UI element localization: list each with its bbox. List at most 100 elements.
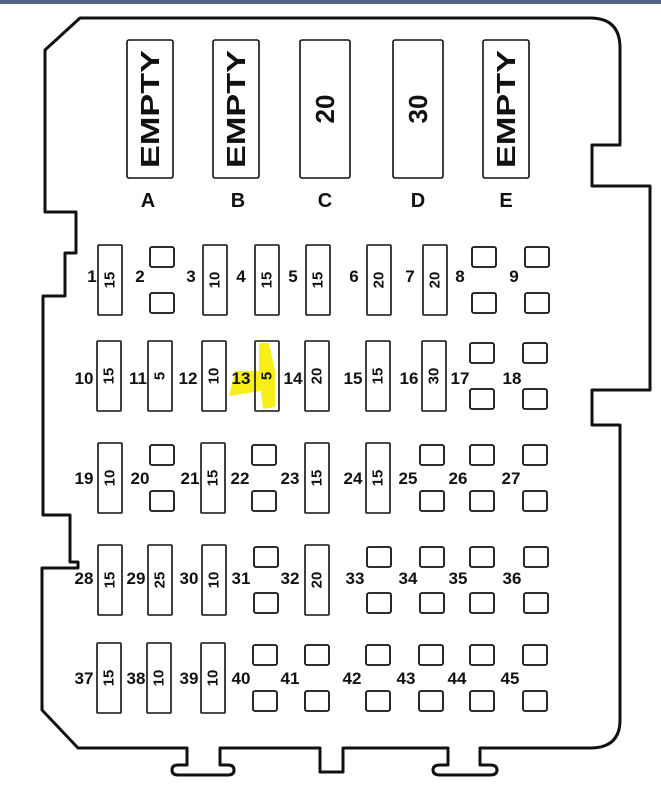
fuse-slot-43[interactable]: 43 bbox=[397, 644, 444, 712]
fuse-slot-41[interactable]: 41 bbox=[281, 644, 330, 712]
fuse-slot-17[interactable]: 17 bbox=[451, 342, 495, 410]
fuse-slot-31[interactable]: 31 bbox=[232, 546, 279, 614]
fuse-slot-26[interactable]: 26 bbox=[449, 444, 495, 512]
fuse-number: 22 bbox=[231, 469, 250, 488]
fuse-number: 19 bbox=[75, 469, 94, 488]
fuse-slot-18[interactable]: 18 bbox=[503, 342, 548, 410]
fuse-slot-45[interactable]: 45 bbox=[501, 644, 548, 712]
fuse-number: 5 bbox=[288, 267, 297, 286]
large-fuse-c[interactable]: 20C bbox=[299, 39, 351, 212]
fuse-slot-7[interactable]: 207 bbox=[405, 244, 448, 316]
fuse-number: 11 bbox=[129, 369, 147, 388]
fuse-slot-8[interactable]: 8 bbox=[455, 246, 497, 314]
fuse-number: 14 bbox=[284, 369, 303, 388]
fuse-rating: 15 bbox=[309, 470, 326, 487]
fuse-number: 2 bbox=[135, 267, 144, 286]
fuse-number: 44 bbox=[448, 669, 467, 688]
highlight-marker bbox=[229, 343, 275, 409]
fuse-slot-25[interactable]: 25 bbox=[399, 444, 445, 512]
fuse-number: 38 bbox=[127, 669, 146, 688]
fuse-number: 20 bbox=[131, 469, 150, 488]
large-fuse-d[interactable]: 30D bbox=[392, 39, 444, 212]
fuse-number: 40 bbox=[232, 669, 251, 688]
fuse-slot-42[interactable]: 42 bbox=[343, 644, 391, 712]
fuse-slot-35[interactable]: 35 bbox=[449, 546, 495, 614]
fuse-number: 27 bbox=[502, 469, 521, 488]
fuse-slot-39[interactable]: 10 39 bbox=[180, 642, 226, 714]
fuse-number: 34 bbox=[399, 569, 418, 588]
fuse-rating: 10 bbox=[102, 470, 119, 487]
fuse-number: 1 bbox=[87, 267, 96, 286]
large-fuse-rating: 20 bbox=[310, 95, 340, 124]
fuse-slot-20[interactable]: 20 bbox=[131, 444, 175, 512]
fuse-number: 18 bbox=[503, 369, 522, 388]
fuse-number: 33 bbox=[346, 569, 365, 588]
fuse-slot-3[interactable]: 103 bbox=[186, 244, 228, 316]
fuse-rating: 10 bbox=[207, 272, 224, 289]
fuse-slot-13[interactable]: 513 bbox=[229, 340, 280, 412]
fuse-number: 39 bbox=[180, 669, 199, 688]
fuse-rating: 15 bbox=[205, 470, 222, 487]
fuse-slot-33[interactable]: 33 bbox=[346, 546, 392, 614]
fuse-slot-2[interactable]: 2 bbox=[135, 246, 175, 314]
fuse-box-outline bbox=[40, 16, 652, 777]
fuse-number: 32 bbox=[281, 569, 300, 588]
fuse-rating: 10 bbox=[151, 670, 168, 687]
fuse-slot-38[interactable]: 10 38 bbox=[127, 642, 172, 714]
fuse-rating: 10 bbox=[205, 670, 222, 687]
fuse-slot-36[interactable]: 36 bbox=[503, 546, 549, 614]
fuse-number: 31 bbox=[232, 569, 251, 588]
fuse-rating: 20 bbox=[309, 368, 326, 385]
fuse-number: 36 bbox=[503, 569, 522, 588]
fuse-number: 12 bbox=[179, 369, 198, 388]
fuse-rating: 10 bbox=[206, 572, 223, 589]
large-fuse-label: A bbox=[141, 190, 155, 212]
fuse-number: 35 bbox=[449, 569, 468, 588]
large-fuse-rating: EMPTY bbox=[221, 50, 251, 168]
fuse-rating: 20 bbox=[309, 572, 326, 589]
fuse-number: 17 bbox=[451, 369, 470, 388]
fuse-slot-34[interactable]: 34 bbox=[399, 546, 445, 614]
fuse-slot-1[interactable]: 151 bbox=[87, 244, 123, 316]
fuse-slot-22[interactable]: 22 bbox=[231, 444, 277, 512]
fuse-slot-19[interactable]: 10 19 bbox=[75, 442, 123, 514]
fuse-slot-4[interactable]: 154 bbox=[236, 244, 280, 316]
fuse-rating: 20 bbox=[427, 272, 444, 289]
fuse-rating: 20 bbox=[371, 272, 388, 289]
fuse-slot-27[interactable]: 27 bbox=[502, 444, 548, 512]
fuse-slot-11[interactable]: 511 bbox=[129, 340, 173, 412]
fuse-slot-6[interactable]: 206 bbox=[349, 244, 392, 316]
fuse-number: 25 bbox=[399, 469, 418, 488]
fuse-rating: 30 bbox=[426, 368, 443, 385]
fuse-number: 13 bbox=[232, 369, 251, 388]
fuse-slot-44[interactable]: 44 bbox=[448, 644, 495, 712]
large-fuse-rating: 30 bbox=[403, 95, 433, 124]
large-fuse-label: E bbox=[499, 190, 512, 212]
fuse-number: 28 bbox=[75, 569, 94, 588]
fuse-slot-5[interactable]: 155 bbox=[288, 244, 331, 316]
fuse-slot-40[interactable]: 40 bbox=[232, 644, 278, 712]
fuse-number: 30 bbox=[180, 569, 199, 588]
fuse-slot-30[interactable]: 10 30 bbox=[180, 544, 227, 616]
fuse-slot-9[interactable]: 9 bbox=[509, 246, 550, 314]
fuse-number: 41 bbox=[281, 669, 300, 688]
fuse-number: 43 bbox=[397, 669, 416, 688]
fuse-number: 26 bbox=[449, 469, 468, 488]
